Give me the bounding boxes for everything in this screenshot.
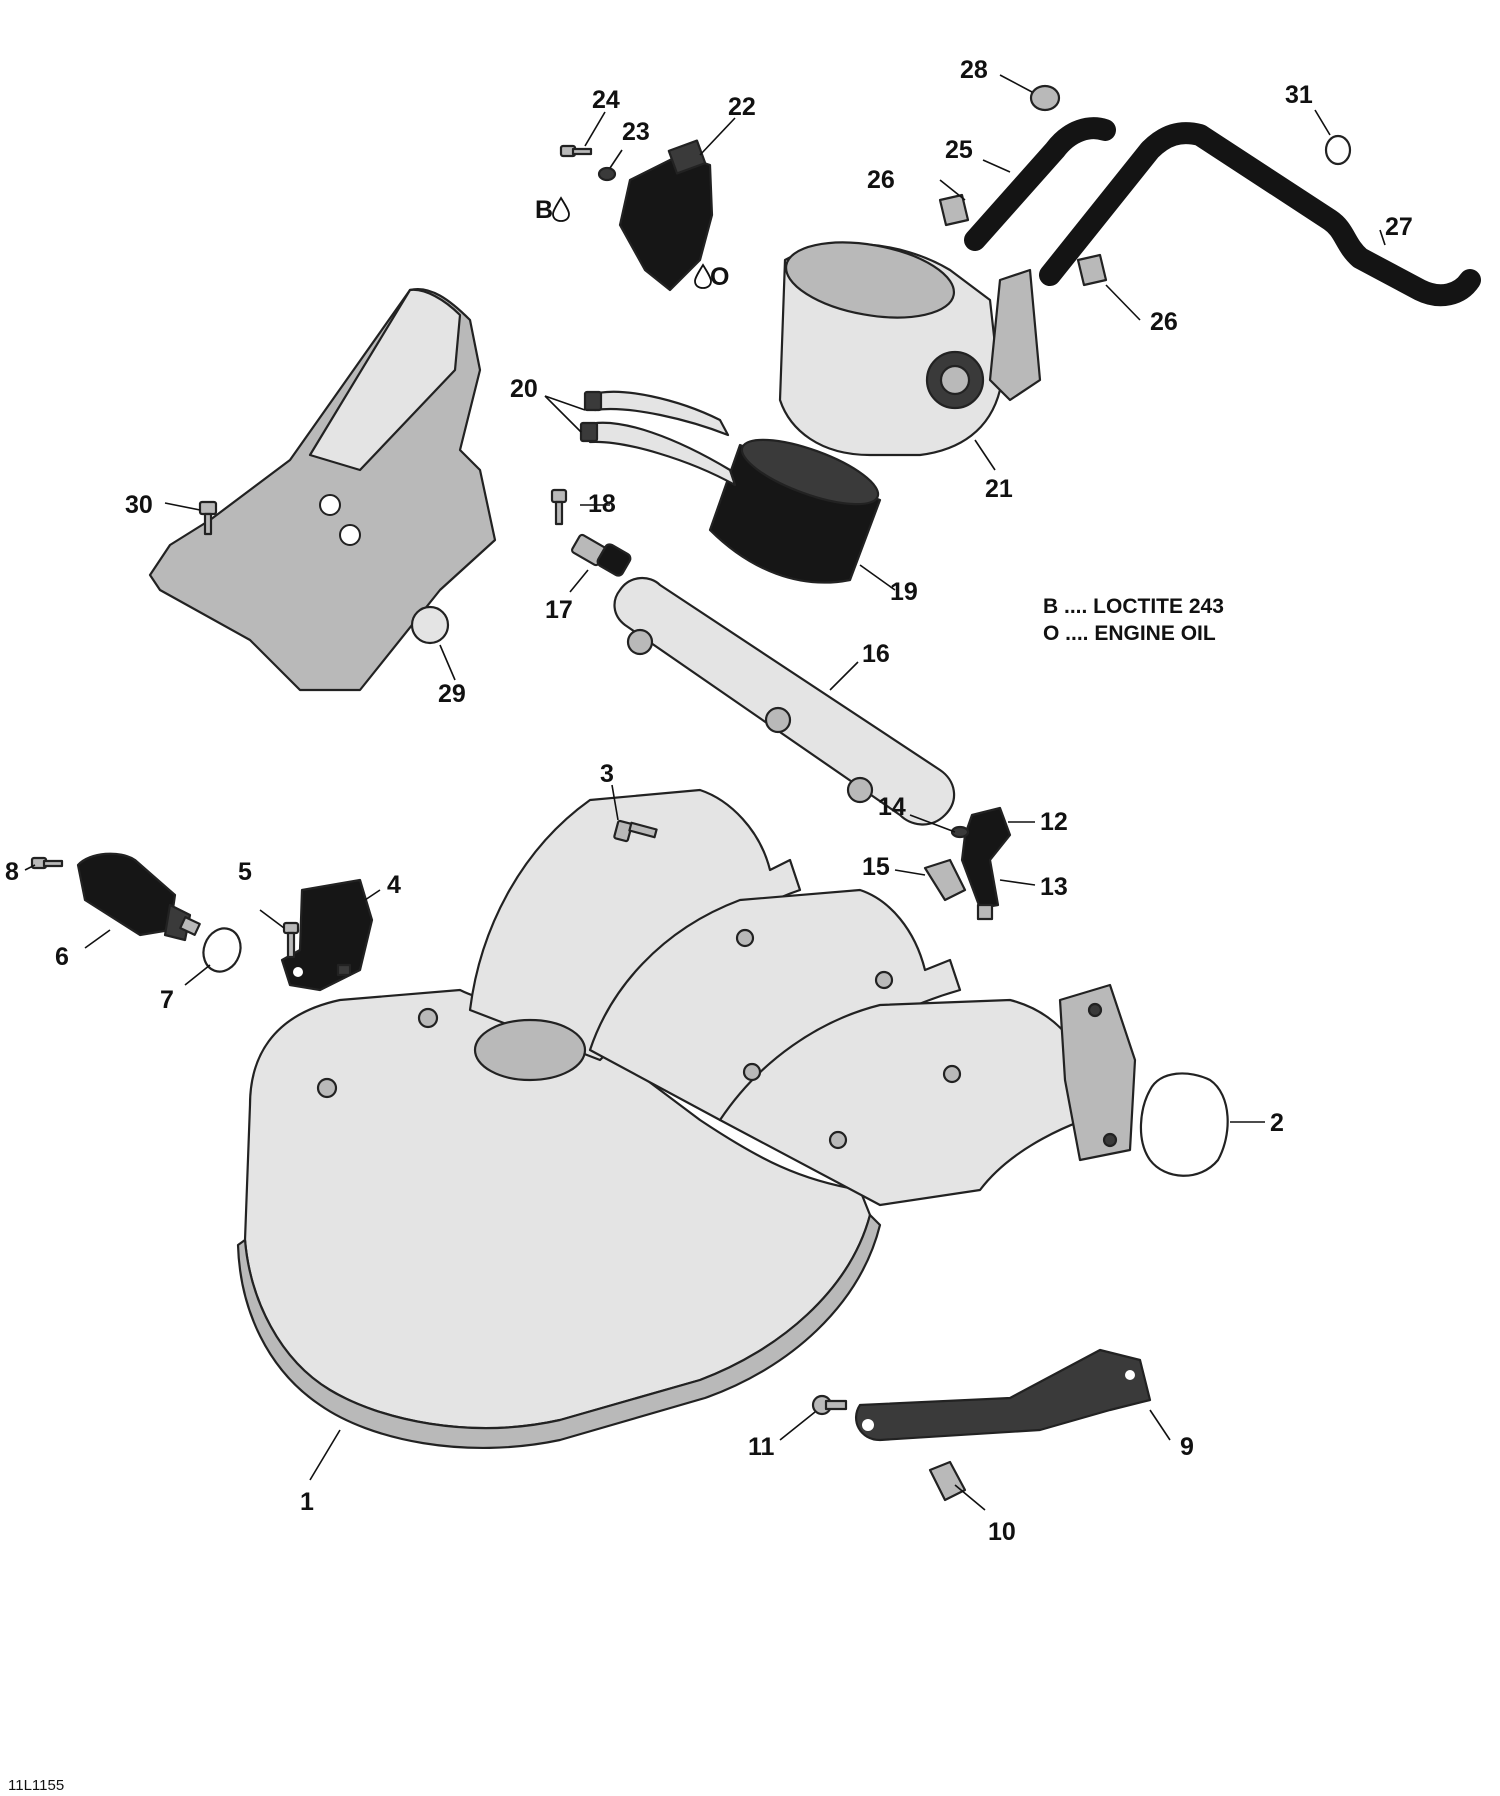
callout-15: 15 — [862, 853, 890, 881]
callout-31: 31 — [1285, 81, 1313, 109]
callout-17: 17 — [545, 596, 573, 624]
callout-10: 10 — [988, 1518, 1016, 1546]
part-clamp-28 — [1029, 84, 1061, 112]
callout-3: 3 — [600, 760, 614, 788]
callout-6: 6 — [55, 943, 69, 971]
part-sensor-17 — [571, 533, 632, 577]
callout-30: 30 — [125, 491, 153, 519]
callout-5: 5 — [238, 858, 252, 886]
part-bracket-9 — [854, 1348, 1152, 1442]
part-actuator-6 — [76, 852, 201, 942]
part-bolt-11 — [811, 1394, 848, 1416]
part-gasket — [1139, 1072, 1229, 1177]
part-clamps-20 — [579, 390, 737, 487]
callout-numbers: 1 2 3 4 5 6 7 8 9 10 11 12 13 14 15 16 1… — [5, 56, 1413, 1546]
callout-9: 9 — [1180, 1433, 1194, 1461]
callout-12: 12 — [1040, 808, 1068, 836]
part-o-ring-14 — [950, 825, 970, 839]
part-screw-18 — [550, 488, 568, 526]
marker-engine-oil: O — [710, 263, 729, 291]
part-fuel-rail — [613, 577, 956, 826]
part-clamp-26a — [938, 193, 970, 227]
part-clip-15 — [923, 858, 967, 902]
callout-26b: 26 — [1150, 308, 1178, 336]
callout-26a: 26 — [867, 166, 895, 194]
callout-29: 29 — [438, 680, 466, 708]
part-o-ring-23 — [597, 166, 617, 182]
part-sleeve-19 — [708, 438, 882, 584]
part-fuel-injector — [960, 806, 1012, 921]
part-clip-10 — [928, 1460, 967, 1502]
callout-21: 21 — [985, 475, 1013, 503]
legend: B .... LOCTITE 243 O .... ENGINE OIL — [1043, 595, 1224, 645]
callout-11: 11 — [748, 1433, 775, 1461]
callout-19: 19 — [890, 578, 918, 606]
callout-14: 14 — [878, 793, 906, 821]
part-sensor-4 — [280, 878, 374, 992]
callout-4: 4 — [387, 871, 401, 899]
legend-line-loctite: B .... LOCTITE 243 — [1043, 595, 1224, 618]
part-sensor-22 — [618, 139, 714, 292]
drawing-code: 11L1155 — [8, 1777, 64, 1794]
leader-lines — [24, 74, 1386, 1511]
callout-13: 13 — [1040, 873, 1068, 901]
callout-22: 22 — [728, 93, 756, 121]
callout-1: 1 — [300, 1488, 314, 1516]
part-bolt-30 — [198, 500, 218, 536]
callout-28: 28 — [960, 56, 988, 84]
part-hose-27 — [1039, 122, 1481, 307]
drop-icon — [694, 263, 712, 289]
marker-loctite: B — [535, 196, 553, 224]
callout-23: 23 — [622, 118, 650, 146]
part-bolt-3 — [613, 819, 658, 843]
part-screw-24 — [559, 144, 593, 158]
part-intake-manifold — [236, 788, 1137, 1449]
callout-25: 25 — [945, 136, 973, 164]
part-clamp-26b — [1076, 253, 1108, 287]
drop-icon — [552, 196, 570, 222]
callout-18: 18 — [588, 490, 616, 518]
callout-27: 27 — [1385, 213, 1413, 241]
part-clamp-31 — [1324, 134, 1352, 166]
callout-7: 7 — [160, 986, 174, 1014]
part-hose-25 — [964, 117, 1116, 251]
callout-8: 8 — [5, 858, 19, 886]
part-cover-plate — [148, 287, 497, 692]
product-markers: B O — [535, 196, 729, 291]
callout-2: 2 — [1270, 1109, 1284, 1137]
part-o-ring-7 — [202, 927, 242, 973]
part-throttle-body — [778, 241, 1042, 457]
part-screw-5 — [282, 921, 300, 959]
part-screw-8 — [30, 856, 64, 870]
callout-16: 16 — [862, 640, 890, 668]
callout-24: 24 — [592, 86, 620, 114]
legend-line-engine-oil: O .... ENGINE OIL — [1043, 622, 1216, 645]
callout-20: 20 — [510, 375, 538, 403]
